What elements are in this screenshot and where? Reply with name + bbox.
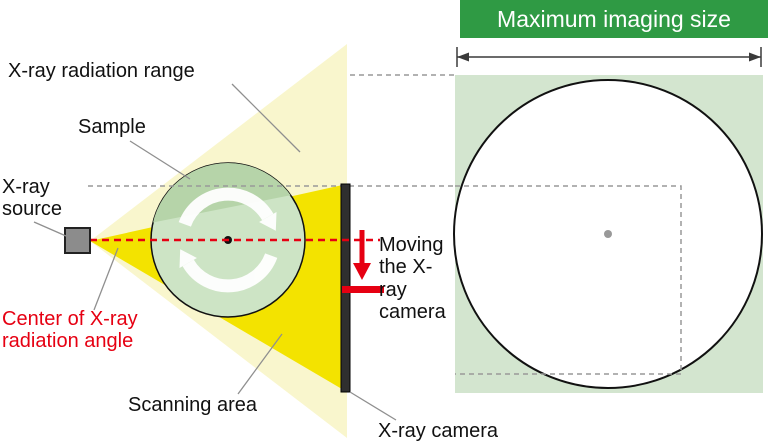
leader-center-angle (93, 247, 119, 311)
move-camera-arrow (342, 230, 384, 293)
leader-source (33, 221, 67, 237)
rotation-arrows-icon (178, 187, 278, 293)
dimension-arrow (456, 47, 762, 67)
camera-label: X-ray camera (378, 420, 499, 442)
moving-camera-label: Moving the X-ray camera (379, 234, 446, 324)
sample-label: Sample (78, 116, 146, 138)
scanning-area-label: Scanning area (128, 394, 257, 416)
camera-fov-dashed-rect (455, 185, 682, 375)
center-angle-label: Center of X-ray radiation angle (2, 308, 138, 353)
radiation-range-label: X-ray radiation range (8, 60, 195, 82)
leader-scanning-area (237, 333, 283, 395)
sample-shaded-top (151, 163, 305, 241)
leader-camera (349, 391, 397, 421)
source-label: X-ray source (2, 176, 63, 221)
leader-sample (129, 140, 191, 180)
max-imaging-header: Maximum imaging size (460, 0, 768, 38)
camera-new-position-bar (342, 286, 384, 293)
max-imaging-title: Maximum imaging size (497, 5, 731, 32)
leader-radiation-range (231, 83, 301, 153)
imaging-center-dot (604, 230, 612, 238)
source-square (64, 227, 91, 254)
leader-lines (33, 83, 397, 421)
